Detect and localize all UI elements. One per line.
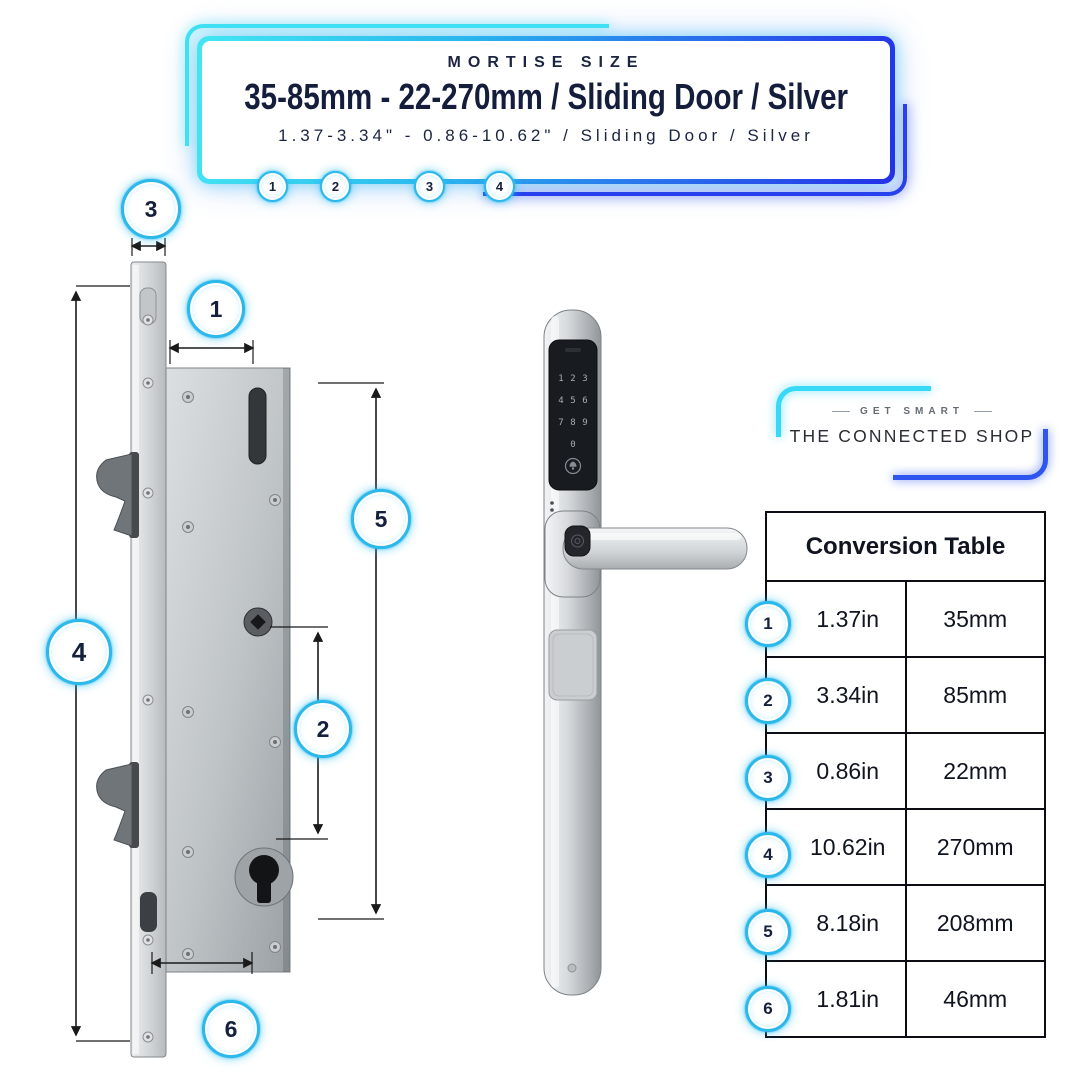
keypad: 1 2 3 4 5 6 7 8 9 0 (548, 339, 598, 491)
mm-value: 35mm (904, 580, 1046, 658)
inches-value: 1.37in (765, 580, 907, 658)
diagram-marker-3: 3 (121, 179, 181, 239)
keypad-digit: 0 (570, 440, 575, 450)
header-eyebrow: MORTISE SIZE (447, 54, 645, 71)
header-marker-4: 4 (484, 171, 515, 202)
faceplate-screw-holes (139, 287, 157, 1043)
brand-rule-right (973, 411, 992, 412)
brand-tagline: GET SMART (860, 406, 964, 417)
lock-body-plate (165, 367, 291, 973)
keypad-digit: 8 (570, 418, 575, 428)
conversion-table: Conversion Table 1.37in 35mm 3.34in 85mm… (765, 511, 1046, 1038)
brand-glow-arc-right (893, 429, 1048, 480)
table-marker-3: 3 (745, 755, 791, 801)
table-row: 3.34in 85mm (765, 656, 1046, 734)
keypad-digit: 2 (570, 374, 575, 384)
conversion-table-section: Conversion Table 1.37in 35mm 3.34in 85mm… (745, 511, 1046, 1038)
hook-bolt-bottom (96, 762, 139, 848)
keypad-digit: 4 (558, 396, 563, 406)
table-marker-4: 4 (745, 832, 791, 878)
mm-value: 22mm (904, 732, 1046, 810)
inches-value: 3.34in (765, 656, 907, 734)
mm-value: 270mm (904, 808, 1046, 886)
header-title: 35-85mm - 22-270mm / Sliding Door / Silv… (244, 76, 848, 117)
header-panel: MORTISE SIZE 35-85mm - 22-270mm / Slidin… (202, 41, 890, 179)
dimension-3-faceplate-width (130, 238, 167, 256)
keypad-digit: 1 (558, 374, 563, 384)
mm-value: 85mm (904, 656, 1046, 734)
diagram-marker-2: 2 (294, 700, 352, 758)
keypad-digit: 7 (558, 418, 563, 428)
inches-value: 8.18in (765, 884, 907, 962)
door-handle (562, 527, 748, 570)
diagram-marker-1: 1 (187, 280, 245, 338)
body-screws (182, 391, 281, 960)
header-marker-3: 3 (414, 171, 445, 202)
brand-logo: GET SMART THE CONNECTED SHOP (776, 386, 1048, 480)
dimension-1-backset (168, 340, 255, 364)
smart-lock-product: 1 2 3 4 5 6 7 8 9 0 (543, 309, 748, 996)
table-row: 1.81in 46mm (765, 960, 1046, 1038)
fingerprint-sensor-icon (564, 525, 591, 557)
keypad-digit: 6 (582, 396, 587, 406)
diagram-marker-6: 6 (202, 1000, 260, 1058)
cylinder-keyhole (234, 847, 294, 907)
conversion-table-title: Conversion Table (765, 511, 1046, 582)
status-leds (550, 501, 554, 512)
hook-bolt-top (96, 452, 139, 538)
header-frame: MORTISE SIZE 35-85mm - 22-270mm / Slidin… (185, 24, 907, 202)
mm-value: 208mm (904, 884, 1046, 962)
table-marker-5: 5 (745, 909, 791, 955)
dimension-6-bottom-width (150, 952, 254, 974)
table-row: 8.18in 208mm (765, 884, 1046, 962)
mm-value: 46mm (904, 960, 1046, 1038)
mortise-lock-diagram (70, 238, 384, 1058)
brand-rule-left (832, 411, 851, 412)
header-marker-1: 1 (257, 171, 288, 202)
table-marker-6: 6 (745, 986, 791, 1032)
spindle-hole (243, 607, 273, 637)
bottom-screw (567, 963, 577, 973)
table-row: 1.37in 35mm (765, 580, 1046, 658)
keypad-digit: 3 (582, 374, 587, 384)
header-marker-2: 2 (320, 171, 351, 202)
inches-value: 10.62in (765, 808, 907, 886)
keypad-digit: 9 (582, 418, 587, 428)
keypad-digit: 5 (570, 396, 575, 406)
diagram-marker-4: 4 (46, 619, 112, 685)
dimension-5-body-height (318, 382, 384, 920)
latch-slot (248, 387, 267, 465)
header-subtitle: 1.37-3.34" - 0.86-10.62" / Sliding Door … (278, 126, 814, 145)
doorbell-icon (564, 457, 582, 475)
brand-glow-arc-left (776, 386, 931, 437)
battery-cover (548, 629, 598, 701)
table-row: 0.86in 22mm (765, 732, 1046, 810)
table-marker-2: 2 (745, 678, 791, 724)
diagram-marker-5: 5 (351, 489, 411, 549)
table-row: 10.62in 270mm (765, 808, 1046, 886)
table-marker-1: 1 (745, 601, 791, 647)
